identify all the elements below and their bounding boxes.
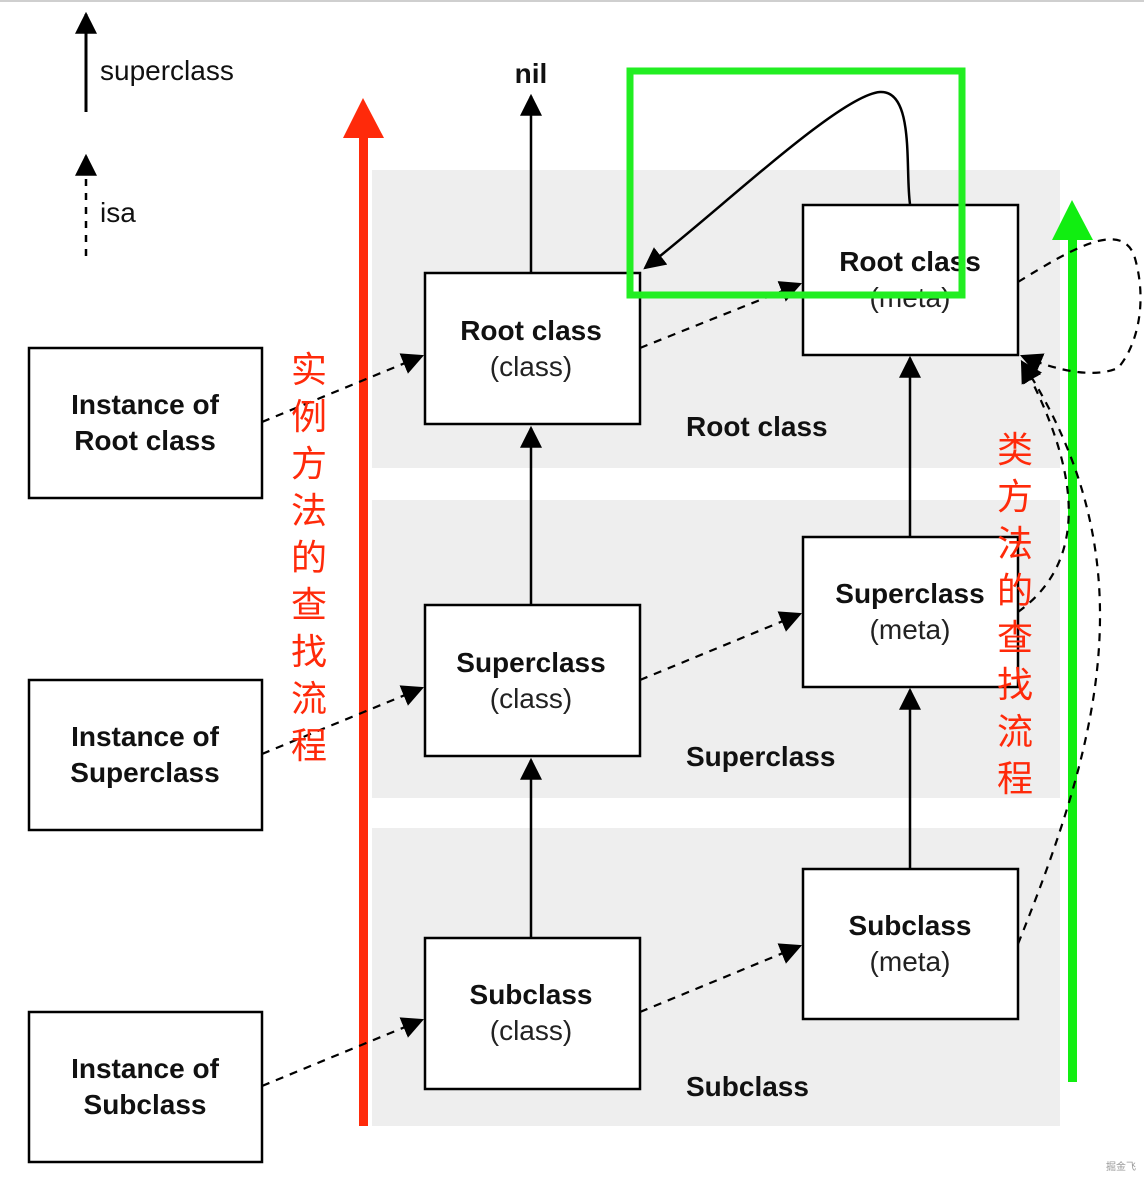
annotation-char: 查 xyxy=(997,618,1033,659)
super-meta-isa-arrow xyxy=(1017,360,1070,613)
annotation-char: 类 xyxy=(997,430,1033,471)
instance-method-lookup-arrow xyxy=(343,98,384,1126)
annotation-char: 查 xyxy=(291,585,327,626)
annotation-char: 流 xyxy=(291,679,327,720)
green-arrow-head-icon xyxy=(1052,200,1093,240)
subclass-class-name: Subclass xyxy=(470,979,593,1010)
superclass-class-rect xyxy=(423,603,642,758)
superclass-class-box: Superclass (class) xyxy=(423,603,642,758)
root-meta-rect xyxy=(801,203,1020,357)
annotation-char: 找 xyxy=(291,632,327,673)
instance-root-line2: Root class xyxy=(74,425,216,456)
annotation-char: 程 xyxy=(997,759,1033,800)
nil-label: nil xyxy=(515,58,548,89)
sub-meta-isa-arrow xyxy=(1016,360,1102,945)
annotation-char: 方 xyxy=(997,477,1033,518)
annotation-char: 流 xyxy=(997,712,1033,753)
subclass-class-rect xyxy=(423,936,642,1091)
annotation-char: 的 xyxy=(291,538,327,579)
instance-root-box: Instance of Root class xyxy=(27,346,264,500)
subclass-meta-rect xyxy=(801,867,1020,1021)
annotation-char: 例 xyxy=(291,397,327,438)
annotation-char: 法 xyxy=(291,491,327,532)
root-class-box: Root class (class) xyxy=(423,271,642,426)
subclass-meta-box: Subclass (meta) xyxy=(801,867,1020,1021)
red-arrow-shaft xyxy=(359,136,368,1126)
root-meta-name: Root class xyxy=(839,246,981,277)
instance-sub-box: Instance of Subclass xyxy=(27,1010,264,1164)
instance-super-rect xyxy=(27,678,264,832)
superclass-arrows xyxy=(520,90,921,937)
superclass-meta-box: Superclass (meta) xyxy=(801,535,1020,689)
superclass-meta-kind: (meta) xyxy=(870,614,951,645)
red-arrow-head-icon xyxy=(343,98,384,138)
legend-isa-label: isa xyxy=(100,197,136,228)
band-label-superclass: Superclass xyxy=(686,741,835,772)
annotation-char: 程 xyxy=(291,726,327,767)
superclass-class-name: Superclass xyxy=(456,647,605,678)
root-class-kind: (class) xyxy=(490,351,572,382)
class-method-lookup-arrow xyxy=(1052,200,1093,1082)
subclass-class-box: Subclass (class) xyxy=(423,936,642,1091)
instance-sub-line1: Instance of xyxy=(71,1053,219,1084)
annotation-char: 的 xyxy=(997,571,1033,612)
root-meta-to-root-class-arrow xyxy=(643,90,912,270)
band-label-root: Root class xyxy=(686,411,828,442)
annotation-char: 找 xyxy=(997,665,1033,706)
superclass-meta-name: Superclass xyxy=(835,578,984,609)
instance-sub-line2: Subclass xyxy=(84,1089,207,1120)
isa-arrows xyxy=(261,238,1142,1088)
subclass-meta-name: Subclass xyxy=(849,910,972,941)
superclass-class-kind: (class) xyxy=(490,683,572,714)
legend-superclass-label: superclass xyxy=(100,55,234,86)
instance-super-box: Instance of Superclass xyxy=(27,678,264,832)
subclass-meta-kind: (meta) xyxy=(870,946,951,977)
instance-super-line1: Instance of xyxy=(71,721,219,752)
root-class-name: Root class xyxy=(460,315,602,346)
root-meta-self-isa-arrow xyxy=(1017,238,1142,374)
instance-root-line1: Instance of xyxy=(71,389,219,420)
instance-super-line2: Superclass xyxy=(70,757,219,788)
root-meta-loop-highlight xyxy=(626,67,966,299)
watermark: 掘金飞 xyxy=(1106,1160,1136,1173)
green-arrow-shaft xyxy=(1068,236,1077,1082)
band-label-subclass: Subclass xyxy=(686,1071,809,1102)
root-class-rect xyxy=(423,271,642,426)
instance-sub-rect xyxy=(27,1010,264,1164)
root-meta-box: Root class (meta) xyxy=(801,203,1020,357)
superclass-meta-rect xyxy=(801,535,1020,689)
annotation-char: 法 xyxy=(997,524,1033,565)
annotation-char: 方 xyxy=(291,444,327,485)
subclass-class-kind: (class) xyxy=(490,1015,572,1046)
legend: superclass isa xyxy=(75,11,234,256)
annotation-char: 实 xyxy=(291,350,327,391)
instance-root-rect xyxy=(27,346,264,500)
